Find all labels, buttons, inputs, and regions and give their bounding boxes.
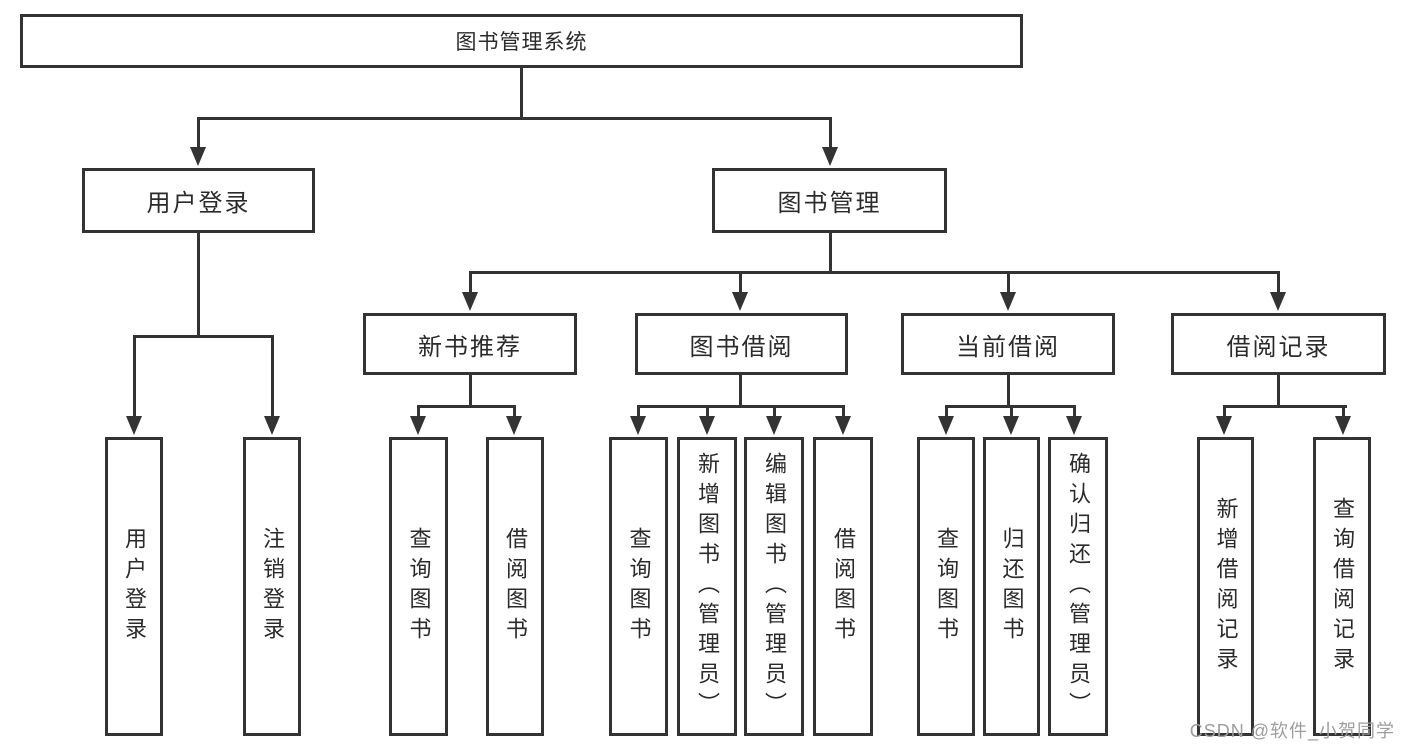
leaf-recommend-borrow-book: 借阅图书 [486,437,544,736]
arrow-down-icon [732,292,748,311]
node-root-label: 图书管理系统 [455,31,588,54]
node-new-book-recommend: 新书推荐 [363,313,577,375]
node-book-management-label: 图书管理 [777,190,882,217]
connector-hline [417,405,516,408]
leaf-current-confirm-return: 确认归还（管理员） [1048,437,1108,736]
leaf-logout-label: 注销登录 [260,526,285,647]
arrow-stem [1010,406,1013,421]
leaf-current-return-book-label: 归还图书 [999,526,1025,647]
leaf-recommend-borrow-book-label: 借阅图书 [503,526,528,647]
leaf-recommend-query-book: 查询图书 [389,437,448,736]
node-user-login-label: 用户登录 [146,190,251,217]
arrow-down-icon [835,416,851,435]
arrow-down-icon [938,416,954,435]
arrow-down-icon [264,416,280,435]
connector-hline [637,405,845,408]
connector-hline [469,271,1280,274]
watermark: CSDN @软件_小贺同学 [1189,721,1395,741]
leaf-borrow-add-book-label: 新增图书（管理员） [695,451,720,722]
connector-vline [829,233,832,274]
arrow-stem [842,406,845,421]
leaf-user-login-label: 用户登录 [122,526,147,647]
arrow-stem [417,406,420,421]
node-borrow-record-label: 借阅记录 [1226,333,1331,361]
arrow-stem [739,272,742,297]
leaf-current-return-book: 归还图书 [983,437,1040,736]
arrow-down-icon [190,147,206,166]
arrow-stem [637,406,640,421]
leaf-current-query-book-label: 查询图书 [934,526,959,647]
node-current-borrow-label: 当前借阅 [956,333,1060,361]
arrow-down-icon [1003,416,1019,435]
arrow-down-icon [1066,416,1082,435]
connector-vline [197,233,200,338]
arrow-stem [197,118,200,152]
arrow-stem [133,336,136,421]
arrow-down-icon [1270,292,1286,311]
connector-vline [1007,375,1010,408]
leaf-borrow-query-book-label: 查询图书 [626,526,652,647]
leaf-borrow-query-book: 查询图书 [609,437,668,736]
leaf-user-login: 用户登录 [105,437,163,736]
arrow-down-icon [1000,292,1016,311]
arrow-stem [1073,406,1076,421]
leaf-record-query-record: 查询借阅记录 [1313,437,1371,736]
node-root: 图书管理系统 [20,14,1023,68]
arrow-down-icon [699,416,715,435]
arrow-stem [706,406,709,421]
connector-vline [469,375,472,408]
arrow-down-icon [822,147,838,166]
arrow-stem [513,406,516,421]
leaf-record-query-record-label: 查询借阅记录 [1330,496,1355,677]
leaf-record-add-record-label: 新增借阅记录 [1213,496,1239,677]
leaf-borrow-borrow-book: 借阅图书 [813,437,873,736]
connector-vline [1277,375,1280,408]
arrow-down-icon [766,416,782,435]
connector-hline [1223,405,1347,408]
leaf-current-confirm-return-label: 确认归还（管理员） [1066,451,1091,722]
arrow-stem [271,336,274,421]
leaf-record-add-record: 新增借阅记录 [1197,437,1254,736]
node-book-management: 图书管理 [712,168,947,233]
arrow-down-icon [1216,416,1232,435]
leaf-borrow-edit-book-label: 编辑图书（管理员） [762,451,787,722]
leaf-borrow-edit-book: 编辑图书（管理员） [744,437,804,736]
arrow-stem [1007,272,1010,297]
node-user-login: 用户登录 [82,168,315,233]
arrow-stem [829,118,832,152]
leaf-current-query-book: 查询图书 [917,437,975,736]
node-borrow-record: 借阅记录 [1171,313,1386,375]
arrow-down-icon [126,416,142,435]
arrow-stem [1277,272,1280,297]
leaf-logout: 注销登录 [243,437,301,736]
leaf-recommend-query-book-label: 查询图书 [406,526,432,647]
arrow-down-icon [1335,416,1351,435]
arrow-stem [1223,406,1226,421]
node-book-borrow-label: 图书借阅 [689,333,794,361]
arrow-stem [945,406,948,421]
connector-hline [133,335,274,338]
arrow-down-icon [462,292,478,311]
arrow-stem [1342,406,1345,421]
arrow-stem [469,272,472,297]
arrow-down-icon [410,416,426,435]
arrow-down-icon [630,416,646,435]
connector-hline [197,117,832,120]
connector-vline [739,375,742,408]
arrow-stem [773,406,776,421]
leaf-borrow-borrow-book-label: 借阅图书 [831,526,856,647]
arrow-down-icon [506,416,522,435]
leaf-borrow-add-book: 新增图书（管理员） [677,437,737,736]
node-book-borrow: 图书借阅 [635,313,848,375]
connector-vline [520,68,523,120]
node-new-book-recommend-label: 新书推荐 [418,333,522,361]
node-current-borrow: 当前借阅 [901,313,1115,375]
